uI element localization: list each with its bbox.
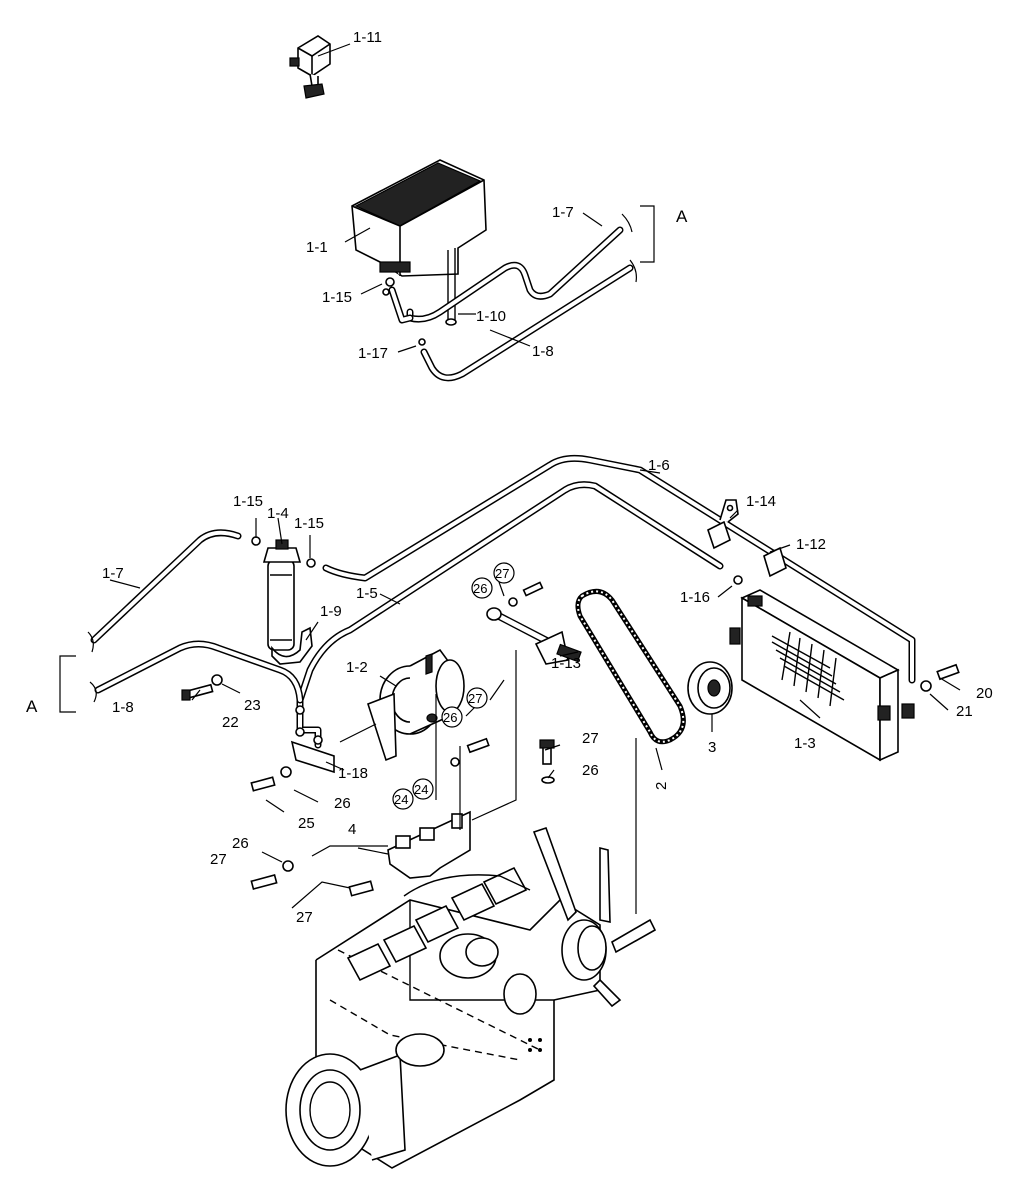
label-22: 22: [222, 714, 239, 731]
label-2: 2: [653, 782, 670, 790]
washer-23: [211, 674, 223, 686]
label-24-a: 24: [394, 792, 408, 807]
label-1-16: 1-16: [680, 589, 710, 606]
engine-block: [285, 826, 657, 1169]
label-1-17: 1-17: [358, 345, 388, 362]
label-1-2: 1-2: [346, 659, 368, 676]
part-3-pulley: [687, 661, 733, 715]
label-1-1: 1-1: [306, 239, 328, 256]
label-3: 3: [708, 739, 716, 756]
label-1-13: 1-13: [551, 655, 581, 672]
bolt-27-a: [508, 581, 544, 607]
bolt-22: [181, 683, 214, 701]
label-27-d: 27: [210, 851, 227, 868]
label-1-7-bot: 1-7: [102, 565, 124, 582]
label-26-e: 26: [232, 835, 249, 852]
part-1-2-compressor: [367, 648, 465, 762]
part-1-9-bracket: [271, 626, 313, 665]
pipe-1-7-lower: [90, 529, 242, 644]
leader-lines: [109, 43, 961, 914]
bolt-27-d: [250, 860, 294, 890]
pipe-1-8-upper: [420, 264, 634, 382]
label-25: 25: [298, 815, 315, 832]
label-1-3: 1-3: [794, 735, 816, 752]
label-1-15-top: 1-15: [322, 289, 352, 306]
label-1-7-top: 1-7: [552, 204, 574, 221]
label-1-11: 1-11: [353, 29, 382, 46]
label-27-b: 27: [468, 691, 482, 706]
label-1-9: 1-9: [320, 603, 342, 620]
label-20: 20: [976, 685, 993, 702]
label-4: 4: [348, 821, 356, 838]
label-1-5: 1-5: [356, 585, 378, 602]
bolt-27-e: [348, 880, 374, 897]
part-1-3-condenser: [729, 589, 915, 762]
label-26-b: 26: [443, 710, 457, 725]
label-26-a: 26: [473, 581, 487, 596]
label-23: 23: [244, 697, 261, 714]
label-1-12: 1-12: [796, 536, 826, 553]
bolt-20: [920, 663, 960, 692]
label-26-c: 26: [582, 762, 599, 779]
bolt-27-b: [450, 737, 490, 767]
bolt-25: [250, 766, 292, 792]
part-1-1-evaporator: [351, 159, 487, 326]
label-27-c: 27: [582, 730, 599, 747]
part-2-belt: [575, 588, 686, 745]
label-1-14: 1-14: [746, 493, 776, 510]
part-1-4-receiver-drier: [262, 539, 302, 651]
part-4-bracket: [387, 810, 471, 879]
label-1-4: 1-4: [267, 505, 289, 522]
part-1-18-block: [290, 727, 335, 774]
label-24-b: 24: [414, 782, 428, 797]
part-1-11-switch: [289, 35, 331, 99]
label-26-d: 26: [334, 795, 351, 812]
pipe-1-6: [322, 454, 916, 684]
pipe-1-8-lower: [94, 640, 304, 704]
label-1-15-b: 1-15: [294, 515, 324, 532]
label-A-bot: A: [26, 697, 38, 716]
label-27-a: 27: [495, 566, 509, 581]
label-21: 21: [956, 703, 973, 720]
part-1-14-clamp: [707, 499, 739, 550]
pipe-1-7-upper: [388, 226, 624, 324]
label-1-8-top: 1-8: [532, 343, 554, 360]
label-1-15-a: 1-15: [233, 493, 263, 510]
callout-labels: 1-11 1-7 A 1-1 1-15 1-10 1-17 1-8 1-6 1-…: [26, 29, 993, 926]
bolt-27-c: [539, 739, 555, 784]
label-A-top: A: [676, 207, 688, 226]
label-1-6: 1-6: [648, 457, 670, 474]
label-1-10: 1-10: [476, 308, 506, 325]
label-27-e: 27: [296, 909, 313, 926]
label-1-18: 1-18: [338, 765, 368, 782]
label-1-8-bot: 1-8: [112, 699, 134, 716]
callout-circles: [392, 562, 515, 810]
